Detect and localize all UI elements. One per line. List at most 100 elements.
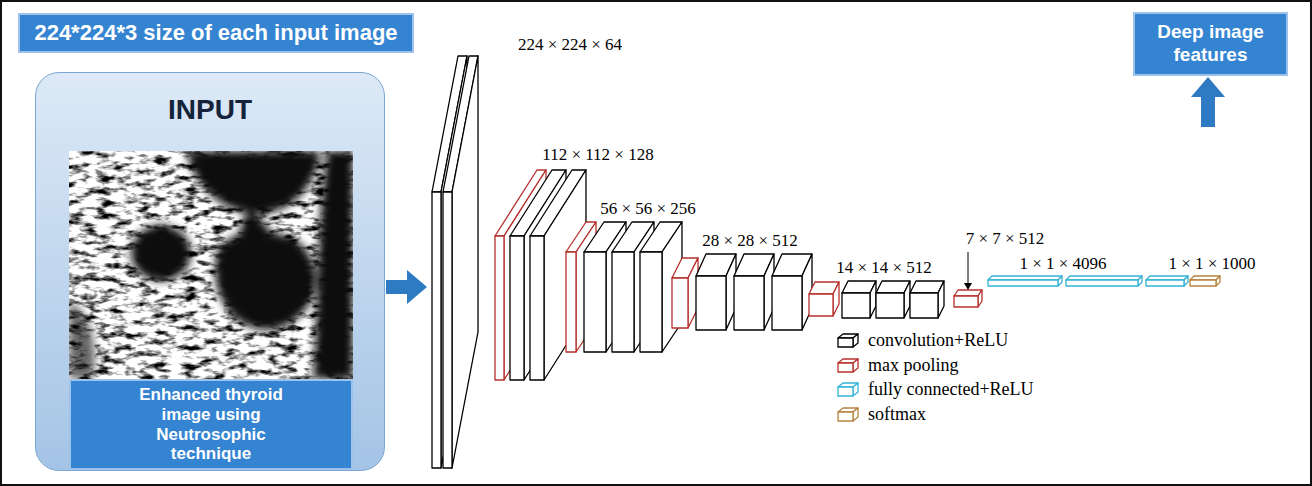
swatch-block xyxy=(838,383,858,396)
swatch-block xyxy=(838,359,858,372)
layer-stack: 112 × 112 × 128 xyxy=(492,142,677,382)
legend-text: fully connected+ReLU xyxy=(868,380,1034,400)
block-face xyxy=(566,252,576,352)
block-face xyxy=(904,281,910,318)
block-face xyxy=(530,236,544,380)
size-banner: 224*224*3 size of each input image xyxy=(18,13,414,53)
block-face xyxy=(853,408,858,421)
block-face xyxy=(954,296,978,307)
block-face xyxy=(938,281,944,318)
layer-stack: 28 × 28 × 512 xyxy=(668,228,818,332)
flow-arrow xyxy=(1191,77,1225,127)
layer-block xyxy=(772,254,812,330)
swatch-block xyxy=(838,334,858,347)
layer-block xyxy=(842,281,876,318)
dimension-label: 112 × 112 × 128 xyxy=(542,146,653,164)
dark-region xyxy=(187,151,321,213)
ultrasound-image xyxy=(69,151,353,379)
dark-nodule xyxy=(131,225,191,281)
layer-stack: 56 × 56 × 256 xyxy=(563,196,703,354)
block-face xyxy=(870,281,876,318)
layer-block xyxy=(734,254,774,330)
block-face xyxy=(838,363,853,372)
caption-text: Enhanced thyroid image using Neutrosophi… xyxy=(125,385,297,463)
block-face xyxy=(988,280,1058,286)
layer-block xyxy=(988,276,1062,286)
block-face xyxy=(842,293,870,318)
layer-stack: 1 × 1 × 4096 xyxy=(985,252,1143,290)
dimension-label: 1 × 1 × 1000 xyxy=(1168,255,1255,273)
block-face xyxy=(672,278,688,328)
dark-region xyxy=(313,151,353,379)
block-face xyxy=(696,276,726,330)
layer-block xyxy=(1066,276,1142,286)
layer-stack: 224 × 224 × 64 xyxy=(428,30,633,472)
legend-text: max pooling xyxy=(868,356,959,376)
input-panel: INPUT Enhanced thyroid image using Neutro… xyxy=(35,72,385,471)
legend-text: convolution+ReLU xyxy=(868,331,1008,351)
layer-block xyxy=(1146,276,1188,286)
leader-arrowhead xyxy=(964,283,972,290)
legend-swatch xyxy=(836,407,862,423)
speckle-texture xyxy=(69,151,353,379)
legend-row: convolution+ReLU xyxy=(836,329,1034,354)
block-face xyxy=(1146,280,1184,286)
dimension-label: 14 × 14 × 512 xyxy=(836,259,932,277)
arrowhead xyxy=(407,270,427,304)
block-face xyxy=(853,334,858,347)
arrowhead xyxy=(1191,77,1225,97)
block-face xyxy=(772,276,802,330)
flow-arrow xyxy=(386,270,427,304)
legend-text: softmax xyxy=(868,405,926,425)
legend-swatch xyxy=(836,382,862,398)
legend-swatch xyxy=(836,358,862,374)
block-face xyxy=(495,236,504,380)
block-face xyxy=(640,252,662,352)
dark-region xyxy=(239,211,271,247)
dark-regions xyxy=(69,151,353,379)
block-face xyxy=(1190,280,1216,286)
layer-block xyxy=(954,290,982,307)
block-face xyxy=(876,293,904,318)
layer-block xyxy=(443,56,478,468)
block-face xyxy=(838,387,853,396)
block-face xyxy=(452,56,478,468)
legend-row: max pooling xyxy=(836,354,1034,379)
output-box: Deep image features xyxy=(1133,12,1288,76)
dimension-label: 224 × 224 × 64 xyxy=(518,36,622,54)
block-face xyxy=(443,192,452,468)
block-face xyxy=(954,290,982,296)
block-face xyxy=(612,252,634,352)
block-face xyxy=(432,192,441,468)
block-face xyxy=(838,338,853,347)
legend-row: fully connected+ReLU xyxy=(836,378,1034,403)
layer-stack: 14 × 14 × 512 xyxy=(806,256,952,320)
block-face xyxy=(1066,280,1138,286)
dark-region xyxy=(69,301,95,379)
block-face xyxy=(833,282,839,316)
dimension-label: 28 × 28 × 512 xyxy=(702,232,798,250)
block-face xyxy=(910,293,938,318)
arrow-shaft xyxy=(1201,96,1215,127)
layer-block xyxy=(672,258,698,328)
block-face xyxy=(809,294,833,316)
block-face xyxy=(853,383,858,396)
banner-text: 224*224*3 size of each input image xyxy=(34,20,397,45)
swatch-block xyxy=(838,408,858,421)
layer-block xyxy=(876,281,910,318)
dimension-label: 56 × 56 × 256 xyxy=(600,200,696,218)
arrow-shaft xyxy=(386,280,408,294)
dimension-label: 1 × 1 × 4096 xyxy=(1019,255,1106,273)
layer-block xyxy=(809,282,839,316)
block-face xyxy=(853,359,858,372)
layer-block xyxy=(696,254,736,330)
output-text: Deep image features xyxy=(1143,21,1278,67)
panel-heading: INPUT xyxy=(36,93,384,127)
legend-swatch xyxy=(836,333,862,349)
dimension-label: 7 × 7 × 512 xyxy=(966,230,1045,248)
block-face xyxy=(838,412,853,421)
block-face xyxy=(584,252,606,352)
layer-stack: 1 × 1 × 1000 xyxy=(1144,128,1262,290)
